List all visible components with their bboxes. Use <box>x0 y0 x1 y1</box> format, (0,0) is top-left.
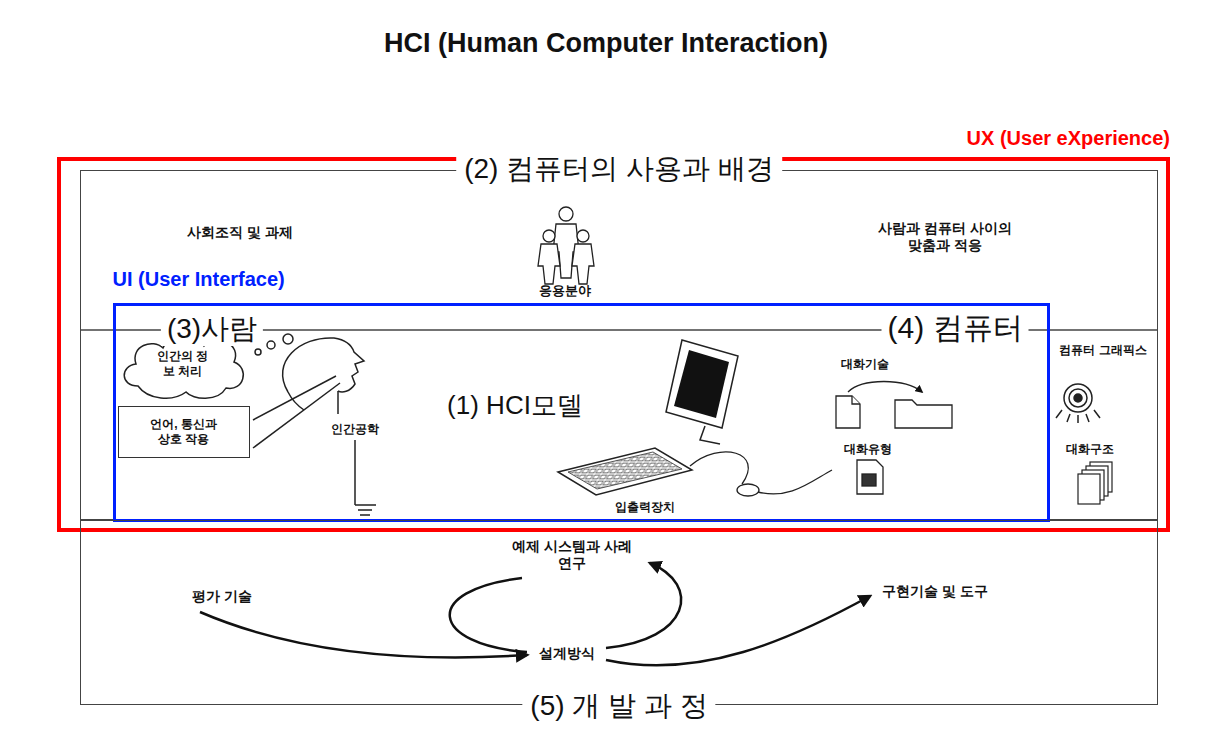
page-stack-icon <box>1078 462 1112 504</box>
diagram-label: 대화기술 <box>841 357 889 371</box>
diagram-label: 예제 시스템과 사례연구 <box>507 538 637 572</box>
diagram-label: 사회조직 및 과제 <box>187 224 293 241</box>
monitor-icon <box>666 340 738 444</box>
node-text: 언어, 통신과 상호 작용 <box>145 417 223 447</box>
diagram-title: HCI (Human Computer Interaction) <box>384 28 828 59</box>
keyboard-icon <box>558 448 832 496</box>
diagram-label: 컴퓨터 그래픽스 <box>1059 343 1146 357</box>
graphics-icon <box>1056 384 1100 423</box>
diagram-label: 응용분야 <box>539 283 591 299</box>
diagram-label: 평가 기술 <box>192 588 252 605</box>
diagram-label: 사람과 컴퓨터 사이의 맞춤과 적응 <box>870 220 1020 254</box>
diagram-label: 인간공학 <box>331 422 379 436</box>
people-icon <box>538 207 594 284</box>
diagram-label: 구현기술 및 도구 <box>882 583 988 600</box>
diagram-label: 대화구조 <box>1066 442 1114 456</box>
diagram-label: (4) 컴퓨터 <box>882 310 1029 346</box>
diagram-label: (3)사람 <box>161 312 263 346</box>
document-icons <box>836 382 952 429</box>
node-text: (5) 개 발 과 정 <box>522 689 715 723</box>
diagram-label: (1) HCI모델 <box>447 390 583 421</box>
node-text: UI (User Interface) <box>113 268 285 291</box>
process-box: 언어, 통신과 상호 작용 <box>118 406 250 458</box>
diagram-label: 설계방식 <box>539 645 595 662</box>
dialogue-type-icon <box>857 460 883 494</box>
node-text: 인간의 정보 처리 <box>152 349 214 379</box>
node-text: UX (User eXperience) <box>967 127 1170 150</box>
node-text: (2) 컴퓨터의 사용과 배경 <box>456 152 782 186</box>
diagram-label: 대화유형 <box>844 442 892 456</box>
process-arrows <box>200 563 870 665</box>
diagram-label: 입출력장치 <box>615 500 675 514</box>
